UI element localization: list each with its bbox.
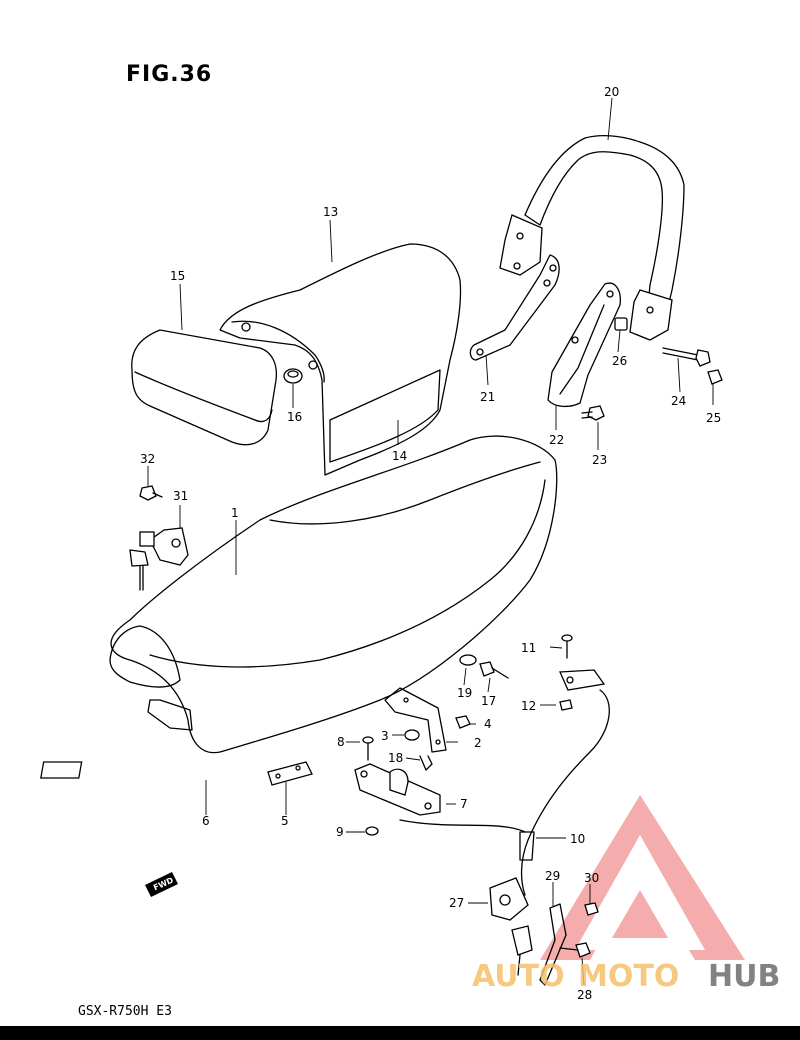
callout-26: 26 [612, 354, 627, 368]
grab-rail [499, 135, 685, 341]
callout-8: 8 [337, 735, 345, 749]
model-code: GSX-R750H E3 [78, 1004, 172, 1019]
nut-4 [455, 715, 471, 729]
leader-lines [147, 97, 714, 986]
grommet [404, 729, 420, 741]
washer-9 [365, 826, 379, 836]
figure-title: FIG.36 [126, 62, 213, 87]
callout-25: 25 [706, 411, 721, 425]
callout-16: 16 [287, 410, 302, 424]
callout-9: 9 [336, 825, 344, 839]
callout-21: 21 [480, 390, 495, 404]
seat-lock [489, 877, 533, 976]
screw-8 [362, 736, 374, 761]
callout-5: 5 [281, 814, 289, 828]
bolt-17 [479, 661, 509, 679]
callout-32: 32 [140, 452, 155, 466]
seat-pad [131, 329, 278, 446]
seat-tail-cover [219, 243, 462, 476]
fwd-arrow: FWD [145, 872, 178, 897]
nut-30 [584, 902, 599, 916]
screw-11 [561, 634, 573, 659]
clip [419, 755, 433, 771]
callout-31: 31 [173, 489, 188, 503]
hook [539, 903, 567, 986]
callout-14: 14 [392, 449, 407, 463]
callout-13: 13 [323, 205, 338, 219]
callout-19: 19 [457, 686, 472, 700]
washer-19 [459, 654, 477, 666]
callout-24: 24 [671, 394, 686, 408]
callout-18: 18 [388, 751, 403, 765]
callout-labels: 1 2 3 4 5 6 7 8 9 10 11 12 13 14 15 16 1… [140, 85, 721, 1002]
callout-23: 23 [592, 453, 607, 467]
bolt-23 [581, 405, 605, 421]
bracket-2 [384, 687, 447, 753]
seat [109, 435, 558, 754]
cable-bracket [559, 669, 606, 711]
callout-28: 28 [577, 988, 592, 1002]
callout-30: 30 [584, 871, 599, 885]
helmet-lock [129, 527, 189, 591]
plate-5 [267, 761, 313, 786]
bolt-28 [559, 942, 591, 958]
spacer [614, 317, 628, 331]
lock-plate [354, 763, 441, 816]
bracket-left [469, 254, 560, 361]
bottom-border [0, 1026, 800, 1040]
callout-6: 6 [202, 814, 210, 828]
bolt-32 [139, 485, 163, 501]
watermark-moto: MOTO [578, 959, 679, 994]
callout-20: 20 [604, 85, 619, 99]
callout-12: 12 [521, 699, 536, 713]
callout-27: 27 [449, 896, 464, 910]
damper [283, 368, 303, 384]
callout-29: 29 [545, 869, 560, 883]
callout-11: 11 [521, 641, 536, 655]
watermark-logo [540, 795, 745, 960]
callout-3: 3 [381, 729, 389, 743]
callout-1: 1 [231, 506, 239, 520]
callout-22: 22 [549, 433, 564, 447]
callout-2: 2 [474, 736, 482, 750]
watermark-text: AUTO MOTO HUB [472, 959, 780, 994]
rubber-pad [40, 761, 83, 779]
cap-nut [707, 369, 723, 385]
callout-17: 17 [481, 694, 496, 708]
callout-7: 7 [460, 797, 468, 811]
seat-lock-cable [399, 689, 610, 896]
callout-10: 10 [570, 832, 585, 846]
callout-15: 15 [170, 269, 185, 283]
watermark-hub: HUB [708, 959, 780, 994]
callout-4: 4 [484, 717, 492, 731]
bolt-24 [662, 347, 711, 367]
bracket-right [547, 282, 621, 408]
watermark-auto: AUTO [472, 959, 565, 994]
